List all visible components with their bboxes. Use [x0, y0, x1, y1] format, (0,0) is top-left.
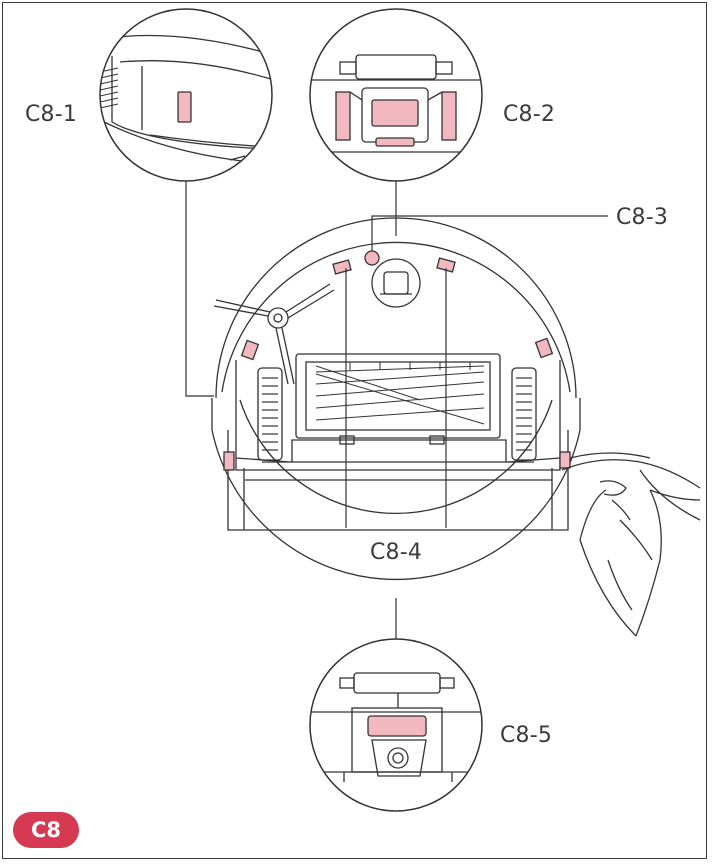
callout-label-c8-5: C8-5 [500, 723, 553, 748]
sensor-highlights [223, 250, 571, 471]
callout-label-c8-4: C8-4 [370, 540, 423, 565]
detail-circle-c8-2 [309, 8, 483, 182]
figure-badge: C8 [13, 812, 79, 848]
callout-label-c8-2: C8-2 [503, 102, 556, 127]
bottom-sensor-highlight [367, 715, 427, 737]
detail-circle-c8-1 [99, 8, 273, 182]
side-sensor-highlight [177, 91, 192, 123]
leader-lines [185, 181, 608, 639]
detail-circle-c8-5 [309, 638, 483, 812]
figure-frame [2, 2, 707, 859]
callout-label-c8-1: C8-1 [25, 102, 78, 127]
hand-with-cloth-illustration [561, 452, 701, 637]
front-sensor-highlight [371, 99, 419, 127]
callout-label-c8-3: C8-3 [616, 205, 669, 230]
robot-underside [211, 217, 581, 580]
